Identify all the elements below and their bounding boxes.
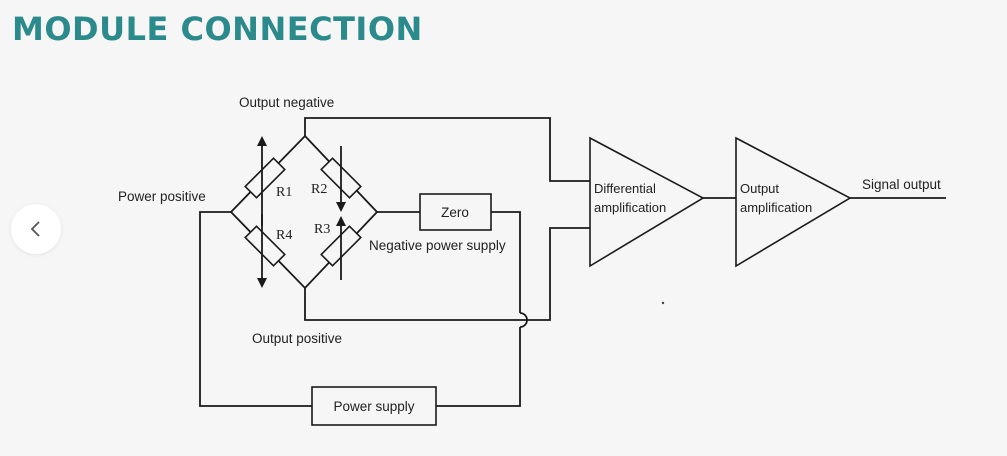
circuit-wires [199, 117, 946, 407]
page-title: MODULE CONNECTION [12, 10, 423, 48]
zero-block: Zero [419, 193, 492, 231]
resistor-r3: R3 [314, 216, 362, 280]
prev-slide-button[interactable] [11, 204, 61, 254]
label-power-positive: Power positive [118, 189, 206, 204]
resistor-r1: R1 [244, 136, 292, 226]
resistor-r4: R4 [244, 214, 292, 288]
output-amplifier: Output amplification [735, 136, 852, 268]
out-amp-label-line1: Output [740, 181, 779, 196]
diff-amp-label-line2: amplification [594, 200, 666, 215]
diff-amp-label-line1: Differential [594, 181, 656, 196]
out-amp-label-line2: amplification [740, 200, 812, 215]
label-r3: R3 [314, 222, 330, 237]
chevron-left-icon [30, 221, 40, 237]
label-output-positive: Output positive [252, 331, 342, 346]
resistor-r2: R2 [311, 146, 362, 212]
power-supply-label: Power supply [333, 399, 414, 414]
label-r2: R2 [311, 182, 327, 197]
power-supply-block: Power supply [311, 386, 437, 426]
label-r1: R1 [276, 185, 292, 200]
label-r4: R4 [276, 228, 292, 243]
zero-label: Zero [441, 205, 469, 220]
stray-dot [661, 301, 665, 305]
label-output-negative: Output negative [239, 95, 334, 110]
label-signal-output: Signal output [862, 177, 941, 192]
differential-amplifier: Differential amplification [589, 136, 705, 268]
label-negative-power-supply: Negative power supply [369, 238, 506, 253]
